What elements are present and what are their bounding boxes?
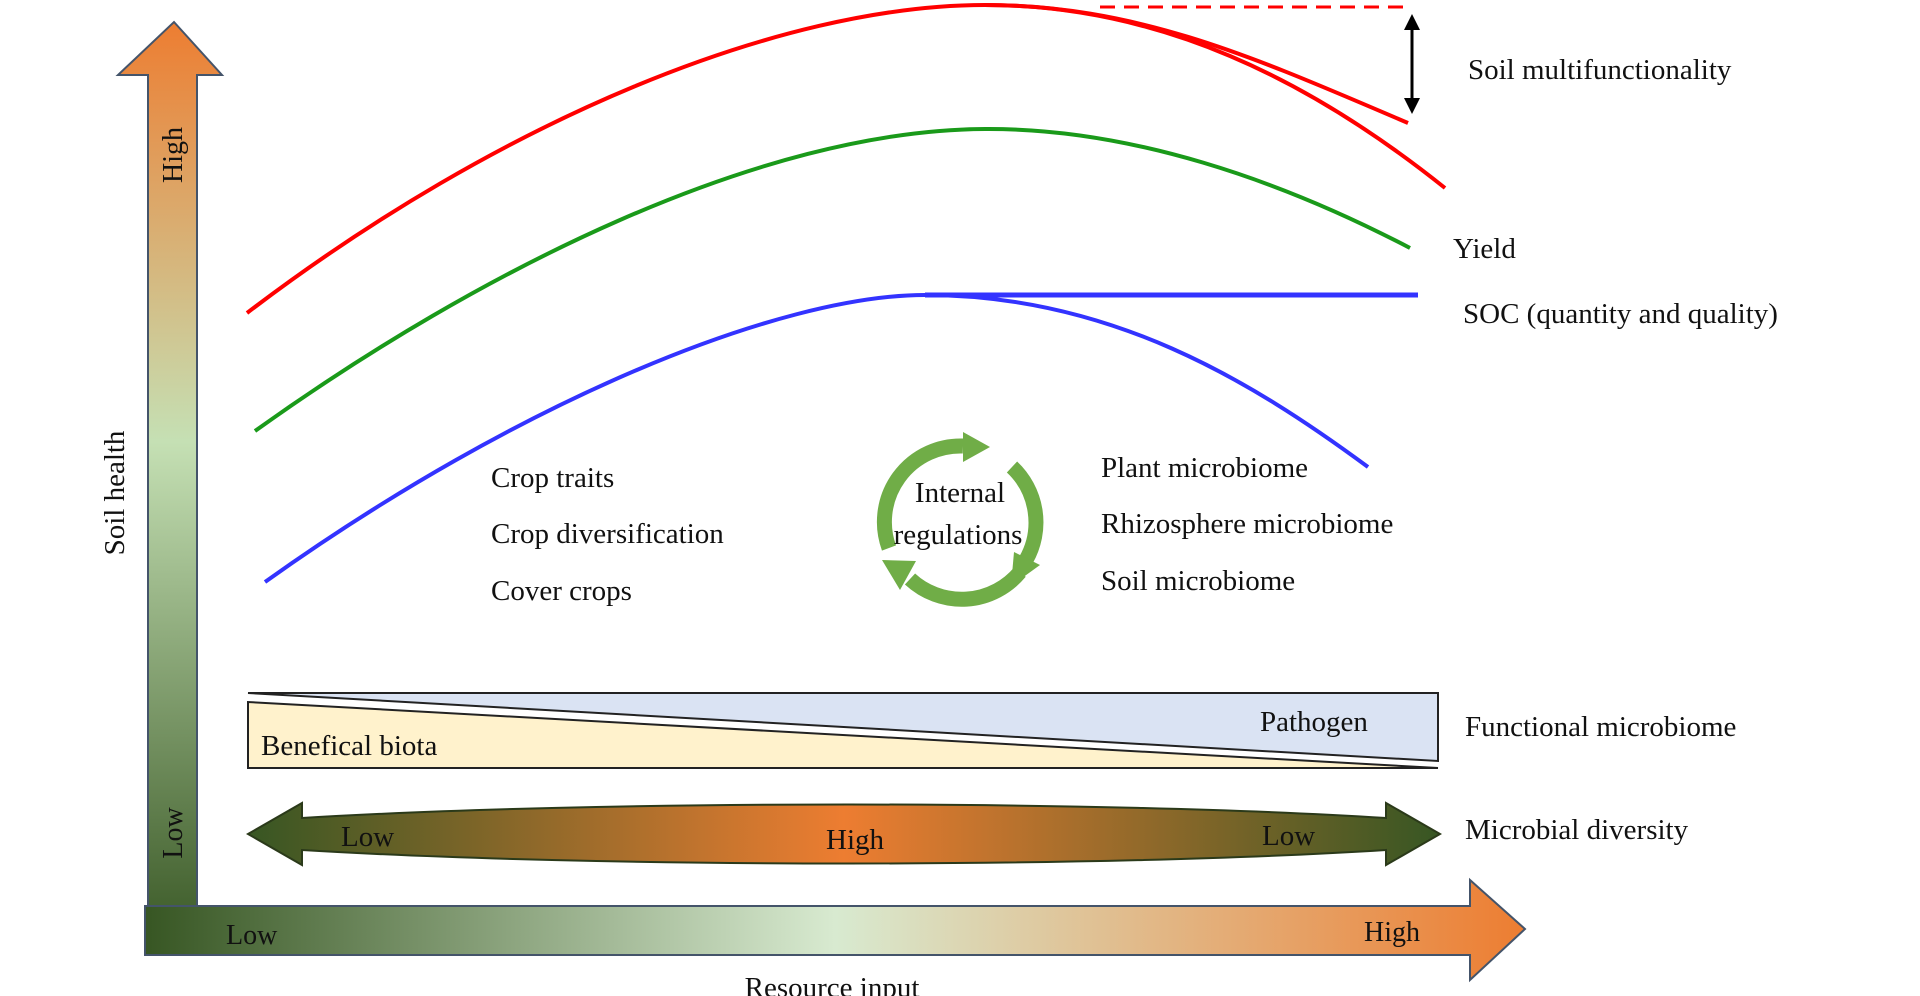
cover-crops-label: Cover crops [491, 575, 632, 607]
internal-regulations-line1: Internal [915, 477, 1005, 509]
gap-arrow-top-head [1404, 14, 1420, 30]
plant-microbiome-label: Plant microbiome [1101, 452, 1308, 484]
microbial-diversity-label: Microbial diversity [1465, 814, 1689, 846]
crop-traits-label: Crop traits [491, 462, 614, 494]
soil-microbiome-label: Soil microbiome [1101, 565, 1295, 597]
beneficial-biota-wedge [247, 700, 1439, 769]
cycle-icon [876, 432, 1044, 607]
functional-microbiome-label: Functional microbiome [1465, 711, 1736, 743]
y-axis-high-label: High [158, 127, 189, 183]
diversity-low-left-label: Low [341, 821, 394, 853]
rhizosphere-microbiome-label: Rhizosphere microbiome [1101, 508, 1393, 540]
soil-multifunctionality-curve [245, 2, 1447, 315]
microbial-diversity-arrow [245, 801, 1443, 867]
yield-label: Yield [1453, 233, 1516, 265]
pathogen-label: Pathogen [1260, 706, 1368, 738]
x-axis-low-label: Low [226, 920, 278, 951]
diversity-low-right-label: Low [1262, 820, 1315, 852]
yield-curve [253, 126, 1411, 433]
y-axis-arrow [115, 20, 225, 956]
crop-diversification-label: Crop diversification [491, 518, 724, 550]
internal-regulations-line2: regulations [894, 519, 1023, 551]
y-axis-low-label: Low [158, 807, 189, 859]
gap-arrow-bottom-head [1404, 98, 1420, 114]
x-axis-title: Resource input [745, 972, 920, 996]
soil-multifunctionality-alt-curve [984, 3, 1409, 125]
soc-curve-declining [263, 292, 1370, 584]
soc-label: SOC (quantity and quality) [1463, 298, 1778, 330]
x-axis-high-label: High [1364, 917, 1420, 948]
y-axis-title: Soil health [99, 430, 131, 555]
soil-multifunctionality-label: Soil multifunctionality [1468, 54, 1732, 86]
beneficial-biota-label: Benefical biota [261, 730, 437, 762]
pathogen-wedge [247, 692, 1439, 763]
diversity-high-label: High [826, 824, 885, 856]
x-axis-arrow [144, 877, 1527, 983]
